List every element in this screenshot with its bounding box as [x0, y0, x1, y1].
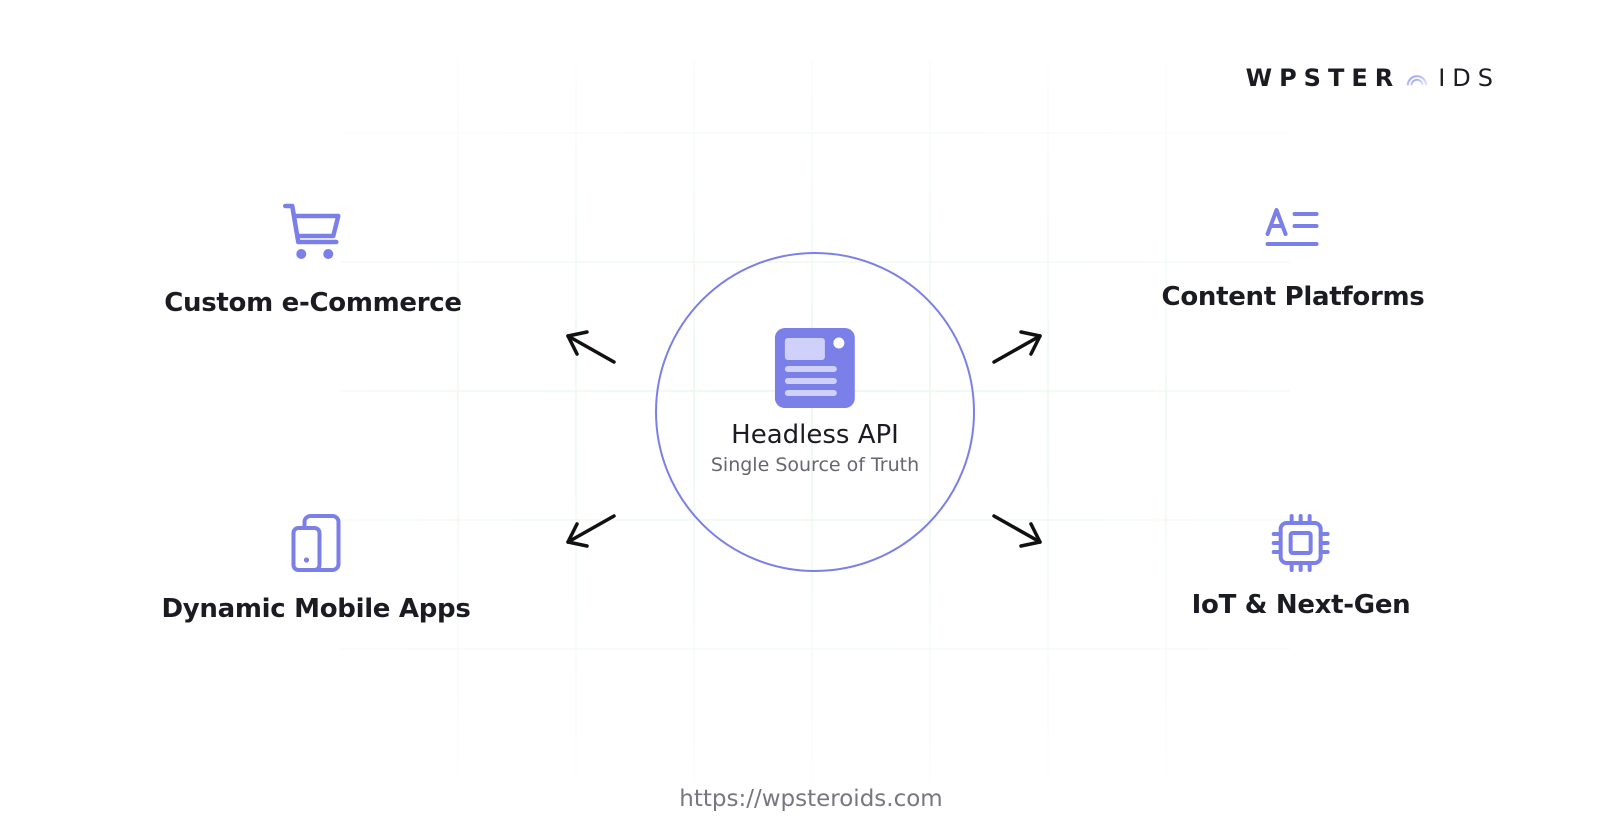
logo-mark-icon: [1406, 75, 1428, 86]
text-format-icon: [1265, 208, 1319, 246]
arrow-to-ecommerce-icon: [566, 330, 616, 364]
node-iot-next-gen: IoT & Next-Gen: [1192, 514, 1411, 620]
browser-window-icon: [774, 328, 855, 408]
hub-headless-api: Headless API Single Source of Truth: [711, 328, 919, 476]
hub-title: Headless API: [731, 420, 899, 450]
node-label-content: Content Platforms: [1161, 282, 1425, 312]
node-label-mobile: Dynamic Mobile Apps: [161, 594, 471, 624]
node-custom-ecommerce: Custom e-Commerce: [164, 202, 462, 318]
node-dynamic-mobile-apps: Dynamic Mobile Apps: [161, 514, 471, 624]
hub-circle: [655, 252, 975, 572]
node-label-iot: IoT & Next-Gen: [1191, 590, 1411, 620]
node-label-ecommerce: Custom e-Commerce: [164, 288, 462, 318]
mobile-devices-icon: [291, 514, 340, 572]
arrow-to-mobile-icon: [566, 514, 616, 548]
brand-logo[interactable]: WPSTER IDS: [1246, 64, 1500, 92]
logo-text-left: WPSTER: [1245, 64, 1401, 92]
cpu-chip-icon: [1272, 514, 1330, 572]
footer-url[interactable]: https://wpsteroids.com: [679, 786, 943, 812]
shopping-cart-icon: [282, 203, 341, 259]
node-content-platforms: Content Platforms: [1162, 206, 1425, 312]
logo-text-right: IDS: [1438, 64, 1500, 92]
hub-subtitle: Single Source of Truth: [710, 454, 920, 476]
arrow-to-iot-icon: [992, 514, 1042, 548]
arrow-to-content-icon: [992, 330, 1042, 364]
